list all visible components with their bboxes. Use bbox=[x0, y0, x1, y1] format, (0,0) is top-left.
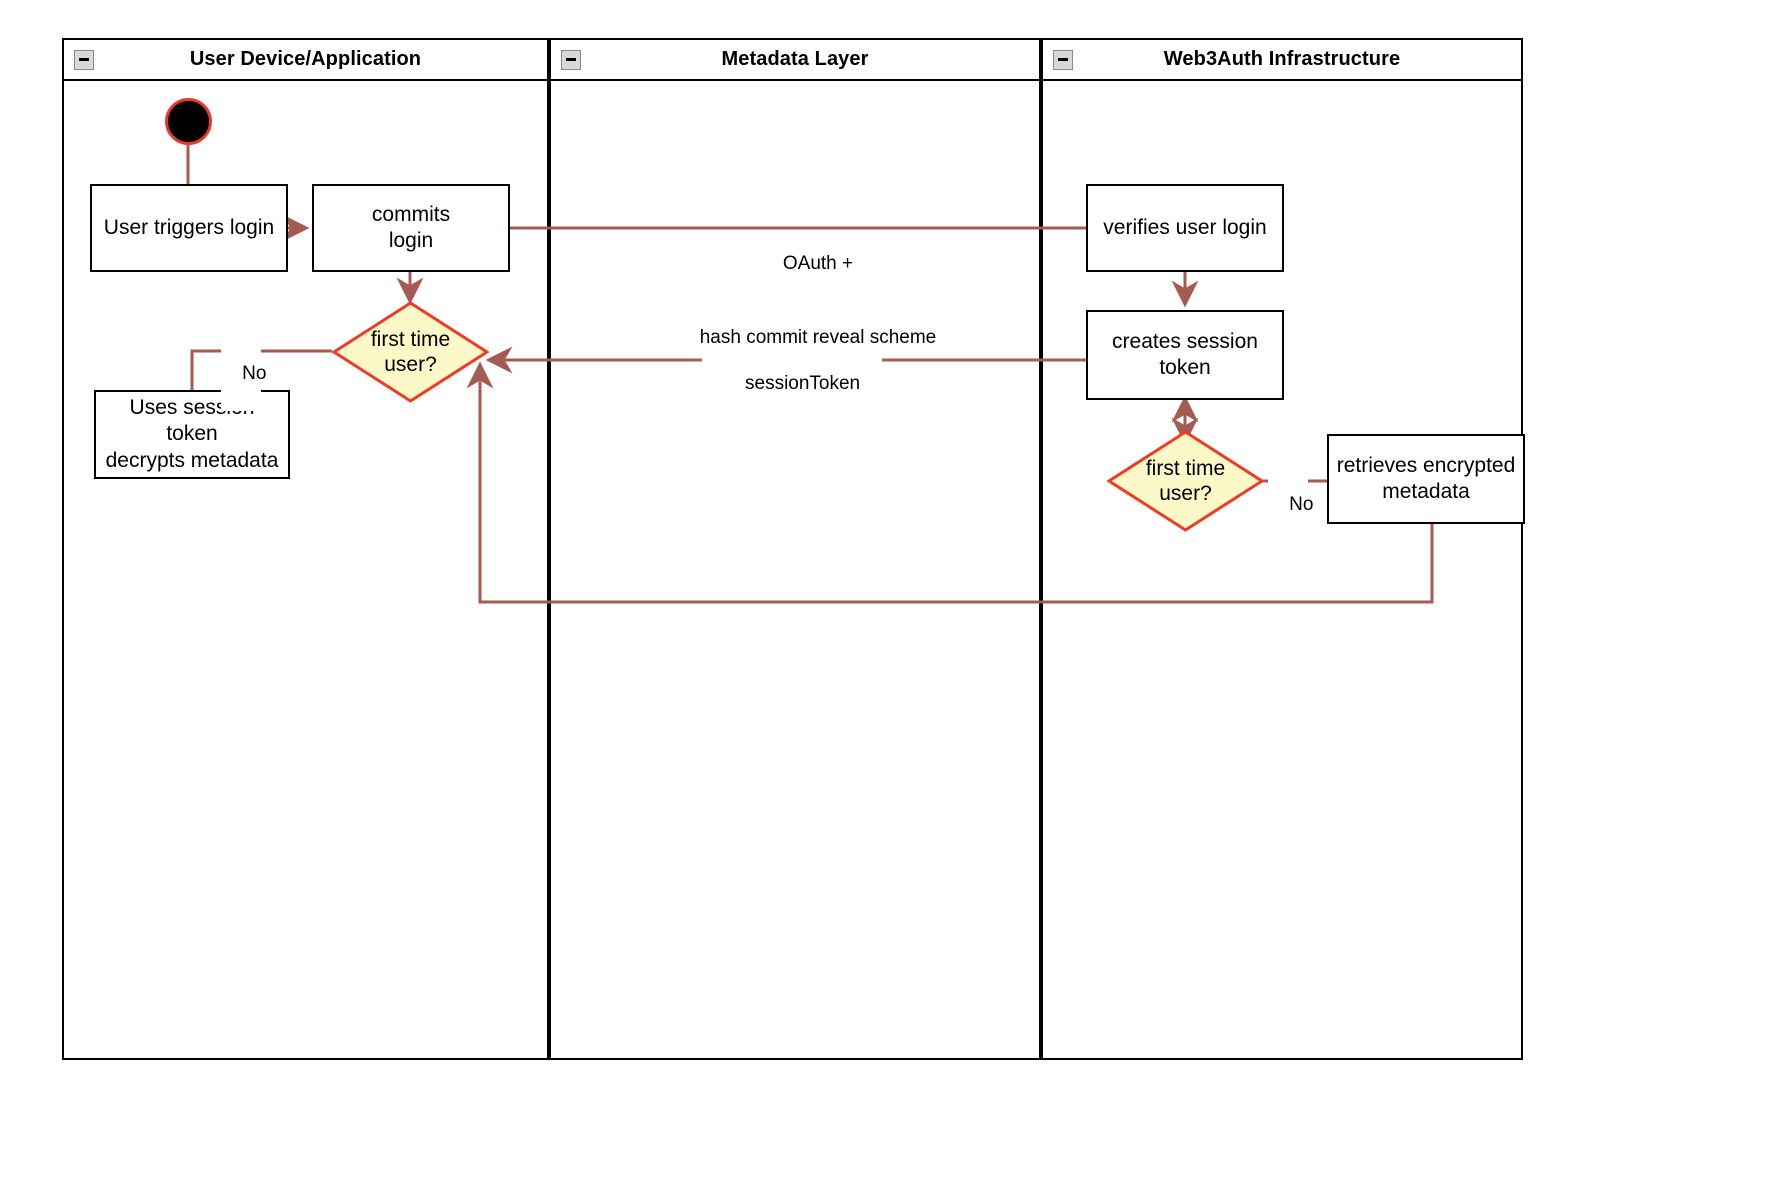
node-label-line2: login bbox=[388, 229, 434, 252]
node-label: verifies user login bbox=[1103, 215, 1267, 239]
edge-label-session-token: sessionToken bbox=[702, 347, 882, 422]
minus-box-icon[interactable] bbox=[561, 49, 581, 70]
minus-box-icon[interactable] bbox=[74, 49, 94, 70]
node-label-line1: retrieves encrypted bbox=[1336, 453, 1516, 477]
node-retrieves-encrypted-metadata[interactable]: retrieves encrypted metadata bbox=[1327, 434, 1525, 524]
lane-header-metadata-layer: Metadata Layer bbox=[549, 38, 1041, 81]
decision-label-line1: first time bbox=[1145, 456, 1226, 480]
node-label: User triggers login bbox=[103, 215, 275, 239]
decision-label-line1: first time bbox=[370, 327, 451, 351]
node-user-triggers-login[interactable]: User triggers login bbox=[90, 184, 288, 272]
lane-header-web3auth: Web3Auth Infrastructure bbox=[1041, 38, 1523, 81]
lane-title-metadata-layer: Metadata Layer bbox=[721, 48, 869, 70]
node-label-line1: commits bbox=[371, 202, 451, 226]
node-label-line2: token bbox=[1159, 356, 1211, 379]
minus-box-icon[interactable] bbox=[1053, 49, 1073, 70]
lane-header-user-device: User Device/Application bbox=[62, 38, 549, 81]
edge-label-oauth-line2: hash commit reveal scheme bbox=[699, 327, 937, 349]
node-label-line2: token bbox=[166, 422, 218, 446]
start-node bbox=[165, 98, 212, 145]
decision-label: first time user? bbox=[371, 327, 450, 377]
diamond-shape bbox=[1107, 430, 1264, 532]
decision-label: first time user? bbox=[1146, 456, 1225, 506]
edge-label-oauth: OAuth + hash commit reveal scheme bbox=[628, 203, 1008, 401]
node-commits-login[interactable]: commits login bbox=[312, 184, 510, 272]
diamond-shape bbox=[332, 301, 489, 403]
edge-label-oauth-line1: OAuth + bbox=[782, 253, 854, 275]
decision-first-time-user-client[interactable]: first time user? bbox=[332, 301, 489, 403]
node-label-line1: creates session bbox=[1112, 329, 1258, 353]
edge-label-no-client: No bbox=[221, 337, 266, 412]
lane-title-user-device: User Device/Application bbox=[189, 48, 422, 70]
node-label-line2: metadata bbox=[1382, 480, 1470, 503]
edge-label-no-server: No bbox=[1268, 468, 1313, 543]
node-creates-session-token[interactable]: creates session token bbox=[1086, 310, 1284, 400]
decision-first-time-user-server[interactable]: first time user? bbox=[1107, 430, 1264, 532]
decision-label-line2: user? bbox=[384, 353, 437, 376]
node-label-line3: decrypts metadata bbox=[105, 448, 279, 472]
node-verifies-user-login[interactable]: verifies user login bbox=[1086, 184, 1284, 272]
lane-title-web3auth: Web3Auth Infrastructure bbox=[1163, 48, 1401, 70]
decision-label-line2: user? bbox=[1159, 482, 1212, 505]
